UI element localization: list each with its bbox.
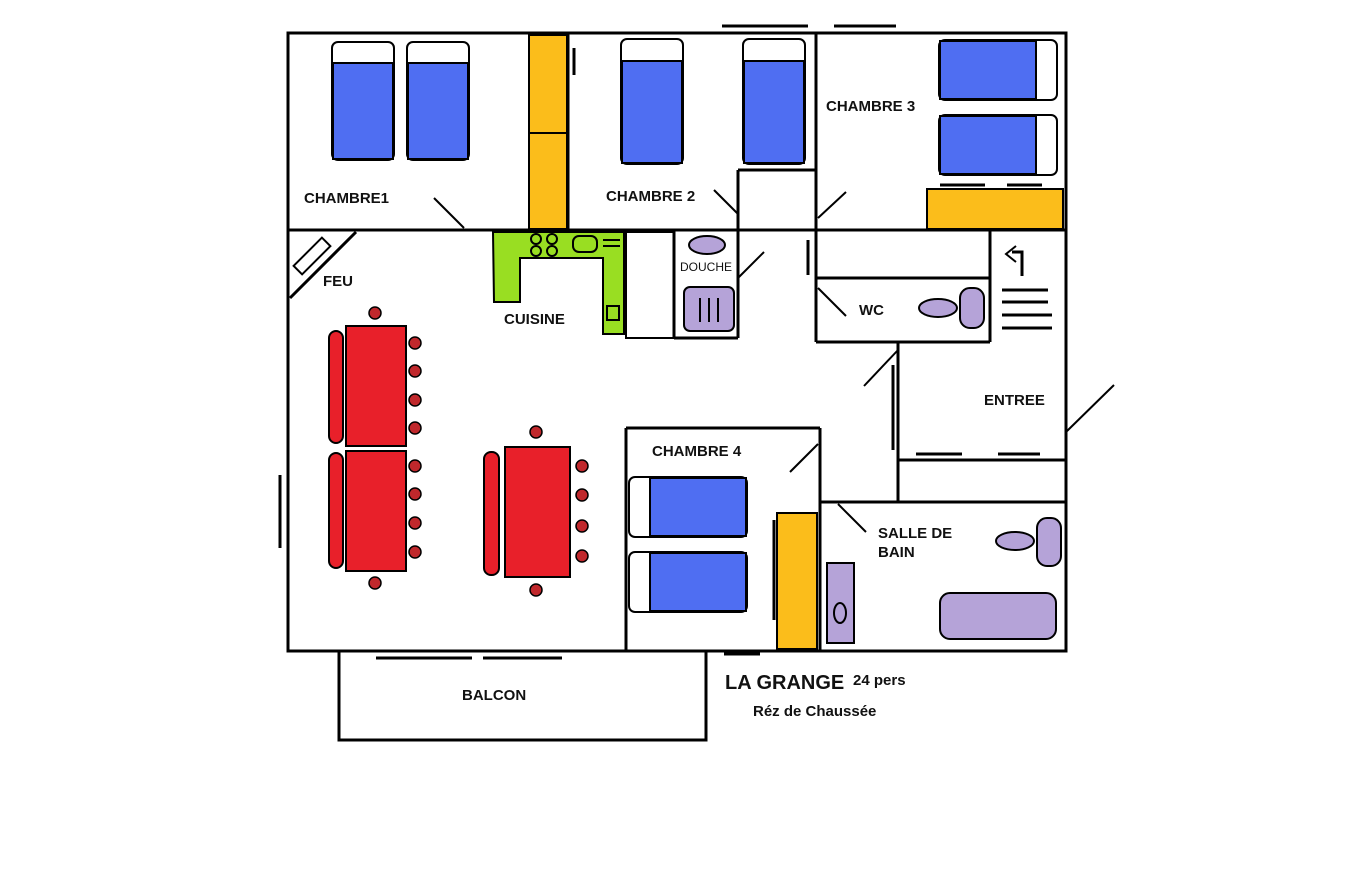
kitchen-counter	[491, 231, 625, 335]
bathtub-icon	[939, 592, 1057, 640]
wardrobe	[926, 188, 1064, 230]
outer-wall	[286, 31, 1068, 653]
wardrobe	[528, 34, 568, 134]
label-cuisine: CUISINE	[504, 311, 565, 328]
wardrobes	[528, 34, 1064, 650]
label-chambre3: CHAMBRE 3	[826, 98, 915, 115]
label-balcon: BALCON	[462, 687, 526, 704]
bed	[331, 41, 395, 161]
toilet-bowl-icon	[995, 531, 1035, 551]
sink-icon	[572, 235, 598, 253]
label-douche: DOUCHE	[680, 260, 732, 274]
kitchen-cabinet	[625, 231, 675, 339]
dining-table	[345, 450, 407, 572]
door-swings	[433, 189, 1115, 533]
title-capacity: 24 pers	[853, 672, 906, 689]
bed	[742, 38, 806, 165]
bed	[938, 114, 1058, 176]
stove-burner-icon	[546, 233, 558, 245]
bed	[938, 39, 1058, 101]
title-name: LA GRANGE	[725, 672, 844, 694]
label-chambre4: CHAMBRE 4	[652, 443, 742, 460]
dining-table	[345, 325, 407, 447]
bench	[328, 452, 344, 569]
stove-burner-icon	[530, 245, 542, 257]
oven-icon	[606, 305, 620, 321]
label-entree: ENTREE	[984, 392, 1045, 409]
label-feu: FEU	[323, 273, 353, 290]
toilet-tank-icon	[959, 287, 985, 329]
dining-area	[328, 306, 589, 597]
beds	[331, 38, 1058, 613]
stove-burner-icon	[546, 245, 558, 257]
plan-title: LA GRANGE 24 pers Réz de Chaussée	[725, 672, 906, 720]
wardrobe	[776, 512, 818, 650]
fireplace	[288, 230, 358, 300]
bench	[328, 330, 344, 444]
label-salle-de-bain-2: BAIN	[878, 544, 915, 561]
room-labels: CHAMBRE1 CHAMBRE 2 CHAMBRE 3 CHAMBRE 4 F…	[304, 98, 1045, 704]
bed	[628, 551, 748, 613]
bed	[406, 41, 470, 161]
wardrobe	[528, 132, 568, 230]
stairs-icon	[1002, 245, 1052, 330]
bed	[620, 38, 684, 165]
chairs	[368, 306, 589, 597]
washbasin-icon	[688, 235, 726, 255]
fixtures	[683, 235, 1062, 644]
title-floor: Réz de Chaussée	[753, 703, 876, 720]
bench	[483, 451, 500, 576]
stove-burner-icon	[530, 233, 542, 245]
label-wc: WC	[859, 302, 884, 319]
toilet-tank-icon	[1036, 517, 1062, 567]
toilet-bowl-icon	[918, 298, 958, 318]
label-salle-de-bain: SALLE DE	[878, 525, 952, 542]
label-chambre1: CHAMBRE1	[304, 190, 389, 207]
dining-table	[504, 446, 571, 578]
label-chambre2: CHAMBRE 2	[606, 188, 695, 205]
bed	[628, 476, 748, 538]
balcon-outline	[337, 651, 708, 742]
